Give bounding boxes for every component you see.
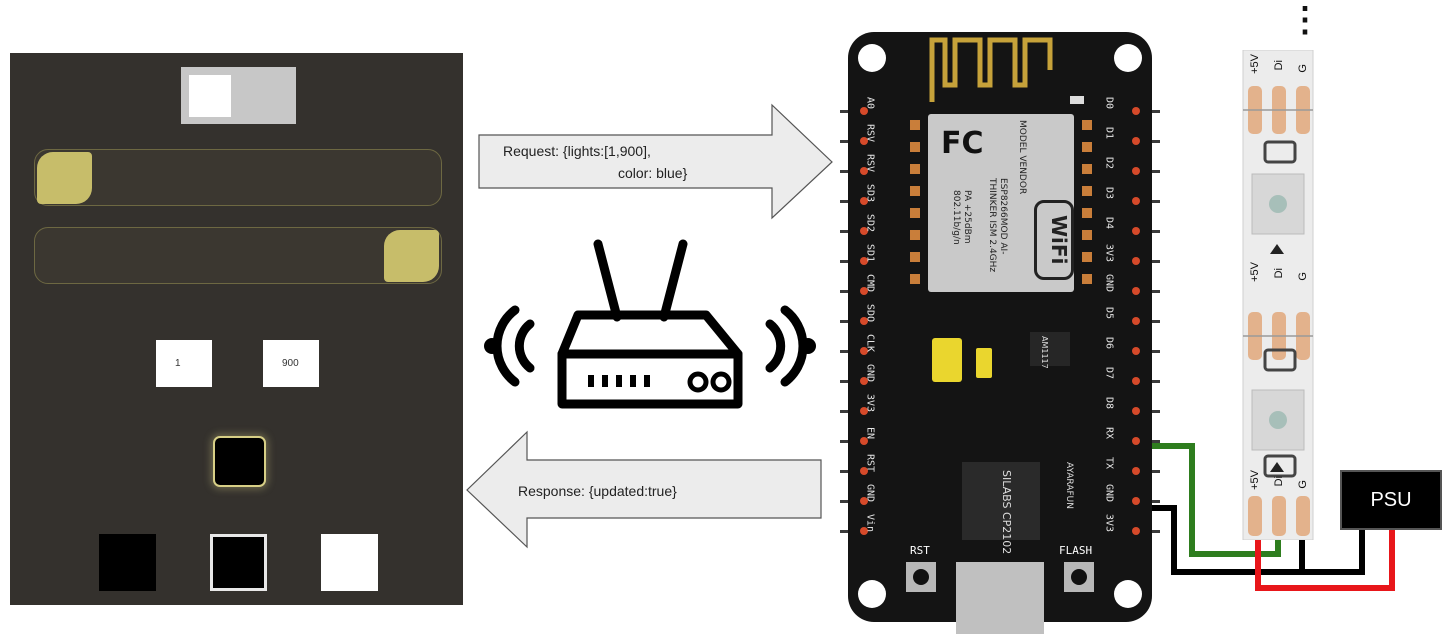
right-pin-label-12: TX	[1103, 456, 1115, 470]
strip-label-g-bottom: G	[1297, 480, 1309, 489]
module-text-2: ESP8266MOD AI-THINKER ISM 2.4GHz	[974, 178, 1008, 288]
range-end-input[interactable]	[263, 340, 319, 387]
right-pin-label-6: GND	[1103, 273, 1115, 293]
right-pin-label-10: D8	[1103, 396, 1115, 410]
current-color-button[interactable]	[213, 436, 266, 487]
left-pin-label-2: RSV	[864, 153, 876, 173]
right-pin-label-8: D6	[1103, 336, 1115, 350]
strip-label-di-mid: Di	[1273, 268, 1285, 279]
strip-label-5v-mid: +5V	[1249, 262, 1261, 282]
color-swatch-black[interactable]	[99, 534, 156, 591]
left-pin-label-4: SD2	[864, 213, 876, 233]
response-arrow	[466, 430, 822, 549]
left-pin-label-5: SD1	[864, 243, 876, 263]
right-pin-label-2: D2	[1103, 156, 1115, 170]
module-model: MODEL	[1017, 120, 1027, 153]
usb-chip-part: CP2102	[1000, 511, 1013, 555]
left-pin-label-12: RST	[864, 453, 876, 473]
wifi-logo: WiFi	[1034, 200, 1074, 280]
module-band: ISM 2.4GHz	[987, 220, 997, 273]
power-toggle[interactable]	[181, 67, 296, 124]
left-pin-label-0: A0	[864, 96, 876, 110]
strip-label-di-top: Di	[1273, 60, 1285, 71]
range-start-slider[interactable]	[34, 149, 442, 206]
psu-box: PSU	[1340, 470, 1442, 530]
left-pin-label-8: CLK	[864, 333, 876, 353]
range-start-input[interactable]	[156, 340, 212, 387]
led-strip	[1242, 50, 1314, 540]
left-pin-label-14: Vin	[864, 513, 876, 533]
range-end-slider[interactable]	[34, 227, 442, 284]
left-pin-label-11: EN	[864, 426, 876, 440]
range-end-slider-thumb[interactable]	[384, 230, 439, 282]
right-pin-label-3: D3	[1103, 186, 1115, 200]
flash-label: FLASH	[1059, 544, 1093, 557]
left-pin-label-7: SDO	[864, 303, 876, 323]
rst-label: RST	[910, 544, 930, 557]
regulator-label: AM1117	[1040, 336, 1049, 369]
response-text: Response: {updated:true}	[518, 483, 677, 499]
left-pin-label-10: 3V3	[864, 393, 876, 413]
left-pin-label-3: SD3	[864, 183, 876, 203]
light-control-app	[10, 53, 463, 605]
fcc-logo: FC	[941, 126, 984, 161]
right-pin-label-7: D5	[1103, 306, 1115, 320]
right-pin-label-5: 3V3	[1103, 243, 1115, 263]
strip-continuation-icon: ⋮	[1288, 1, 1322, 39]
nodemcu-board	[840, 32, 1160, 634]
range-start-slider-thumb[interactable]	[37, 152, 92, 204]
right-pin-label-9: D7	[1103, 366, 1115, 380]
left-pin-label-9: GND	[864, 363, 876, 383]
module-standard: 802.11b/g/n	[951, 190, 961, 245]
left-pin-label-13: GND	[864, 483, 876, 503]
strip-label-g-top: G	[1297, 64, 1309, 73]
router-icon	[484, 239, 816, 409]
module-power: PA +25dBm	[962, 190, 972, 244]
right-pin-label-13: GND	[1103, 483, 1115, 503]
strip-label-g-mid: G	[1297, 272, 1309, 281]
right-pin-label-0: D0	[1103, 96, 1115, 110]
usb-chip-label: SILABS CP2102	[1000, 470, 1013, 554]
strip-label-5v-bottom: +5V	[1249, 470, 1261, 490]
usb-chip-maker: SILABS	[1000, 470, 1013, 509]
right-pin-label-4: D4	[1103, 216, 1115, 230]
strip-label-5v-top: +5V	[1249, 54, 1261, 74]
color-swatch-white[interactable]	[321, 534, 378, 591]
module-text: MODEL VENDOR	[1008, 120, 1028, 290]
psu-label: PSU	[1370, 488, 1412, 511]
right-pin-label-1: D1	[1103, 126, 1115, 140]
right-pin-label-14: 3V3	[1103, 513, 1115, 533]
left-pin-label-6: CMD	[864, 273, 876, 293]
module-part: ESP8266MOD	[998, 178, 1008, 240]
left-pin-label-1: RSV	[864, 123, 876, 143]
module-vendor: VENDOR	[1017, 155, 1027, 195]
toggle-knob	[189, 75, 231, 117]
request-arrow	[478, 103, 833, 220]
right-pin-label-11: RX	[1103, 426, 1115, 440]
module-maker: AI-THINKER	[987, 178, 1008, 255]
brand-label: AYARAFUN	[1064, 462, 1074, 509]
module-text-3: PA +25dBm 802.11b/g/n	[948, 190, 972, 260]
strip-label-di-bottom: Di	[1273, 476, 1285, 487]
request-text-line2: color: blue}	[618, 165, 688, 181]
request-text-line1: Request: {lights:[1,900],	[503, 143, 651, 159]
color-swatch-black-selected[interactable]	[210, 534, 267, 591]
